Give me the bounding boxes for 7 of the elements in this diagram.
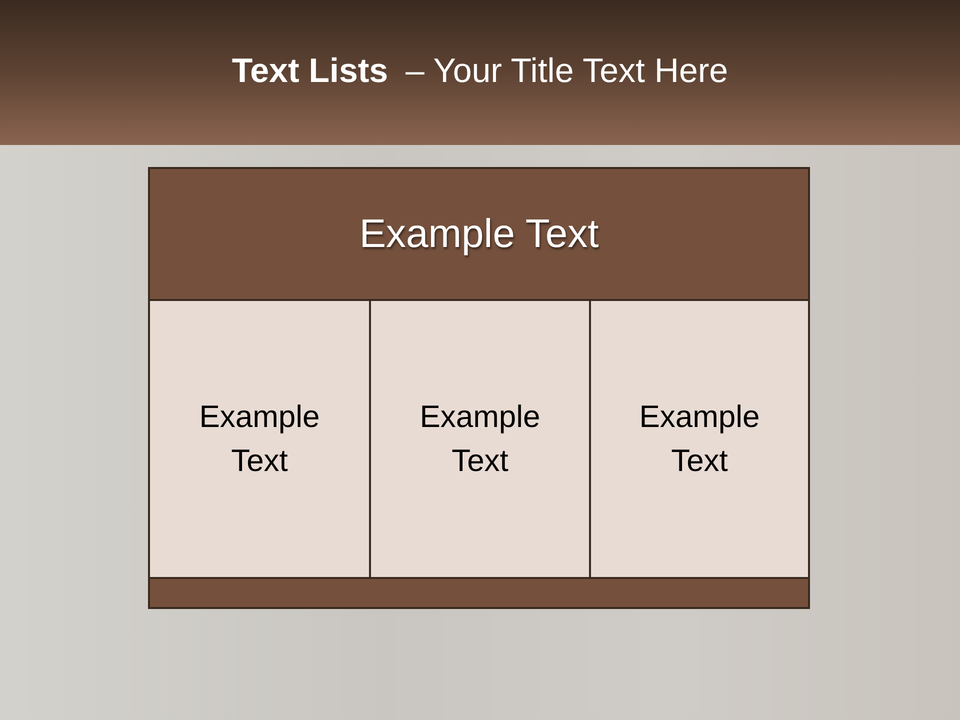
cell-text: Example Text	[418, 398, 542, 480]
cell-text: Example Text	[198, 398, 321, 480]
table-frame	[148, 167, 810, 609]
slide-title: Text Lists – Your Title Text Here	[230, 52, 730, 91]
footer-bar	[150, 577, 808, 607]
cell-text: Example Text	[638, 398, 761, 480]
header-band: Example Text	[150, 169, 808, 301]
